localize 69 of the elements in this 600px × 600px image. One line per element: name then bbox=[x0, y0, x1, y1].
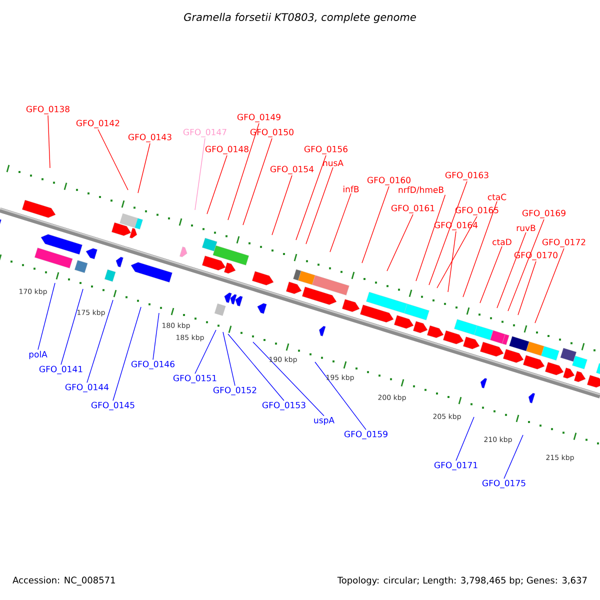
leader-line bbox=[138, 143, 150, 194]
gene-label: GFO_0175 bbox=[482, 480, 526, 488]
gene-label: GFO_0144 bbox=[65, 384, 109, 392]
accession-text: Accession: NC_008571 bbox=[12, 576, 115, 586]
title: Gramella forsetii KT0803, complete genome bbox=[184, 12, 416, 24]
leader-line bbox=[504, 434, 524, 479]
gene-label: GFO_0147 bbox=[183, 128, 226, 138]
leader-line bbox=[386, 214, 414, 272]
gene-label: GFO_0154 bbox=[270, 166, 314, 174]
leader-line bbox=[416, 194, 446, 282]
leader-line bbox=[222, 332, 236, 386]
leader-line bbox=[296, 155, 326, 240]
leader-line bbox=[306, 167, 334, 244]
leader-line bbox=[330, 193, 352, 252]
leader-line bbox=[272, 175, 292, 236]
leader-line bbox=[428, 181, 468, 286]
leader-line bbox=[38, 282, 56, 350]
gene-label: GFO_0163 bbox=[445, 172, 488, 180]
gene-label: GFO_0148 bbox=[205, 146, 248, 154]
gene-label: GFO_0153 bbox=[262, 402, 306, 410]
leader-line bbox=[86, 300, 114, 383]
gene-label: GFO_0145 bbox=[91, 402, 134, 410]
leader-line bbox=[508, 219, 544, 312]
leader-line bbox=[314, 362, 366, 430]
gene-label: GFO_0152 bbox=[213, 386, 256, 396]
gene-label: GFO_0171 bbox=[434, 462, 478, 470]
gene-label: GFO_0142 bbox=[76, 120, 120, 128]
leader-line bbox=[194, 138, 206, 210]
leader-line bbox=[534, 248, 564, 324]
gene-label: nusA bbox=[323, 160, 344, 166]
gene-label: polA bbox=[29, 350, 48, 360]
leader-line bbox=[48, 115, 50, 168]
leader-line bbox=[152, 312, 160, 360]
gene-label: GFO_0160 bbox=[367, 176, 410, 186]
leader-line bbox=[462, 201, 498, 298]
gene-label: GFO_0143 bbox=[128, 134, 172, 142]
leader-line bbox=[496, 232, 526, 308]
leader-line bbox=[456, 416, 474, 461]
gene-label: GFO_0172 bbox=[542, 238, 586, 248]
gene-label: GFO_0141 bbox=[39, 366, 82, 374]
leader-line bbox=[436, 216, 478, 288]
gene-label: ruvB bbox=[516, 224, 536, 232]
gene-label: nrfD/hmeB bbox=[398, 186, 444, 194]
gene-label: GFO_0161 bbox=[391, 204, 434, 214]
gene-label: GFO_0156 bbox=[304, 146, 348, 154]
leader-line bbox=[480, 246, 502, 304]
leader-line bbox=[228, 123, 260, 220]
leader-line bbox=[362, 186, 390, 264]
gene-label: GFO_0149 bbox=[237, 114, 280, 122]
gene-label: ctaD bbox=[492, 238, 512, 246]
leader-line bbox=[242, 138, 272, 226]
gene-label: uspA bbox=[314, 417, 334, 425]
leader-line bbox=[112, 306, 142, 401]
leader-line bbox=[98, 129, 128, 190]
gene-label: GFO_0159 bbox=[344, 430, 388, 440]
gene-label: infB bbox=[344, 186, 359, 192]
gene-label: ctaC bbox=[488, 194, 506, 200]
genome-info-text: Topology: circular; Length: 3,798,465 bp; Genes: 3,637 bbox=[337, 576, 587, 586]
gene-label: GFO_0138 bbox=[26, 106, 70, 114]
gene-label: GFO_0151 bbox=[173, 374, 216, 384]
leader-line bbox=[206, 155, 228, 214]
leader-line bbox=[194, 330, 216, 374]
leader-line bbox=[228, 334, 284, 401]
leader-line bbox=[60, 288, 84, 365]
gene-label: GFO_0169 bbox=[522, 210, 566, 218]
gene-label: GFO_0146 bbox=[131, 360, 174, 370]
leader-line bbox=[518, 261, 536, 316]
leader-line bbox=[252, 342, 324, 416]
leader-line bbox=[448, 231, 456, 292]
